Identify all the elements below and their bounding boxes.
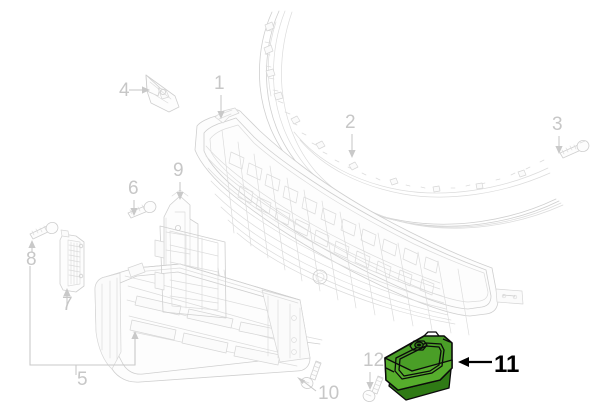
callout-label-5: 5 — [77, 369, 88, 390]
callout-label-7: 7 — [62, 294, 73, 315]
callout-leaders — [28, 86, 563, 392]
part-6-screw — [127, 201, 157, 219]
callout-label-9: 9 — [173, 160, 184, 181]
part-11-highlighted-bracket — [384, 331, 492, 401]
part-12-screw — [362, 375, 384, 402]
callout-labels: 1 2 3 4 5 6 7 8 9 10 12 11 — [26, 73, 563, 404]
callout-label-2: 2 — [345, 112, 356, 133]
part-1-main-grille — [194, 107, 524, 345]
part-7-actuator — [59, 229, 85, 293]
part-5-air-shutter-assembly — [94, 262, 311, 383]
callout-label-6: 6 — [128, 178, 139, 199]
callout-label-3: 3 — [552, 114, 563, 135]
callout-label-1: 1 — [214, 73, 225, 94]
callout-label-4: 4 — [119, 80, 130, 101]
part-8-screw — [29, 222, 59, 240]
callout-label-11: 11 — [494, 351, 519, 378]
callout-label-10: 10 — [318, 383, 339, 404]
part-3-screw — [559, 140, 590, 159]
callout-label-12: 12 — [363, 350, 384, 371]
callout-label-8: 8 — [26, 249, 37, 270]
radiator-support-crossmember — [154, 225, 227, 319]
